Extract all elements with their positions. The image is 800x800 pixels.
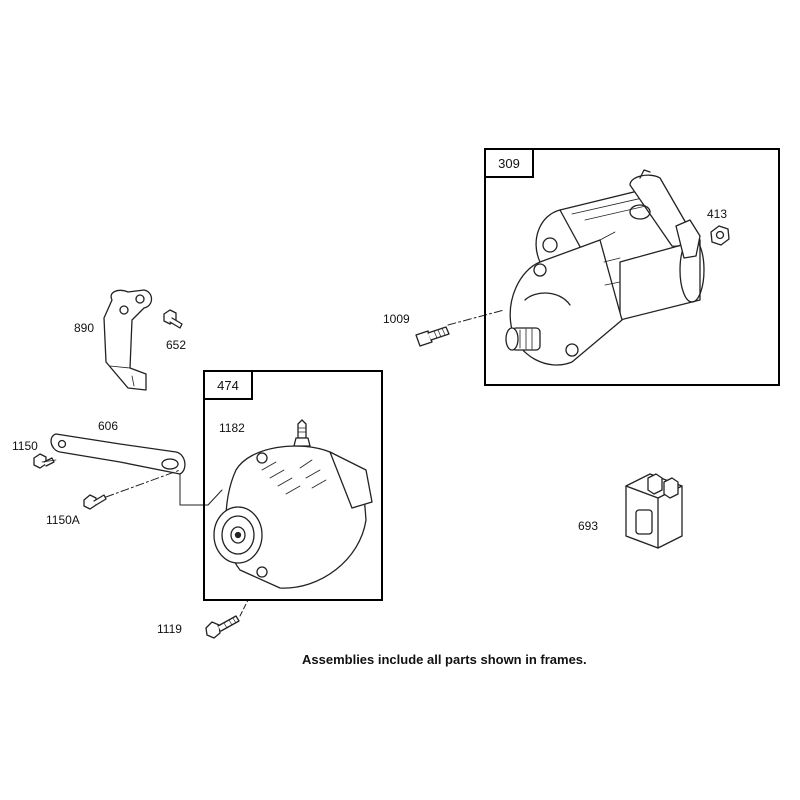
- bolt-1150a-drawing: [83, 494, 107, 510]
- part-label-413: 413: [707, 207, 728, 221]
- part-label-1182: 1182: [219, 421, 245, 435]
- bolt-1119-drawing: [205, 615, 240, 639]
- starter-frame-number: 309: [486, 150, 534, 178]
- part-label-606: 606: [98, 419, 119, 433]
- part-label-1119: 1119: [157, 622, 182, 636]
- alternator-assembly-frame: 474: [203, 370, 383, 601]
- part-label-1009: 1009: [383, 312, 410, 326]
- assemblies-note: Assemblies include all parts shown in fr…: [302, 652, 587, 667]
- part-label-652: 652: [166, 338, 187, 352]
- relay-693-drawing: [625, 473, 683, 549]
- bracket-890-drawing: [103, 289, 153, 391]
- part-label-890: 890: [74, 321, 95, 335]
- bolt-1150-drawing: [33, 453, 55, 469]
- part-label-1150a: 1150A: [46, 513, 80, 527]
- part-label-1150: 1150: [12, 439, 38, 453]
- bolt-652-drawing: [163, 309, 183, 329]
- nut-413-drawing: [710, 225, 730, 246]
- bolt-1009-drawing: [415, 326, 450, 347]
- part-label-693: 693: [578, 519, 599, 533]
- bracket-606-drawing: [50, 433, 186, 475]
- alternator-drawing: [213, 419, 373, 589]
- alternator-frame-number: 474: [205, 372, 253, 400]
- starter-motor-drawing: [505, 169, 705, 366]
- starter-assembly-frame: 309: [484, 148, 780, 386]
